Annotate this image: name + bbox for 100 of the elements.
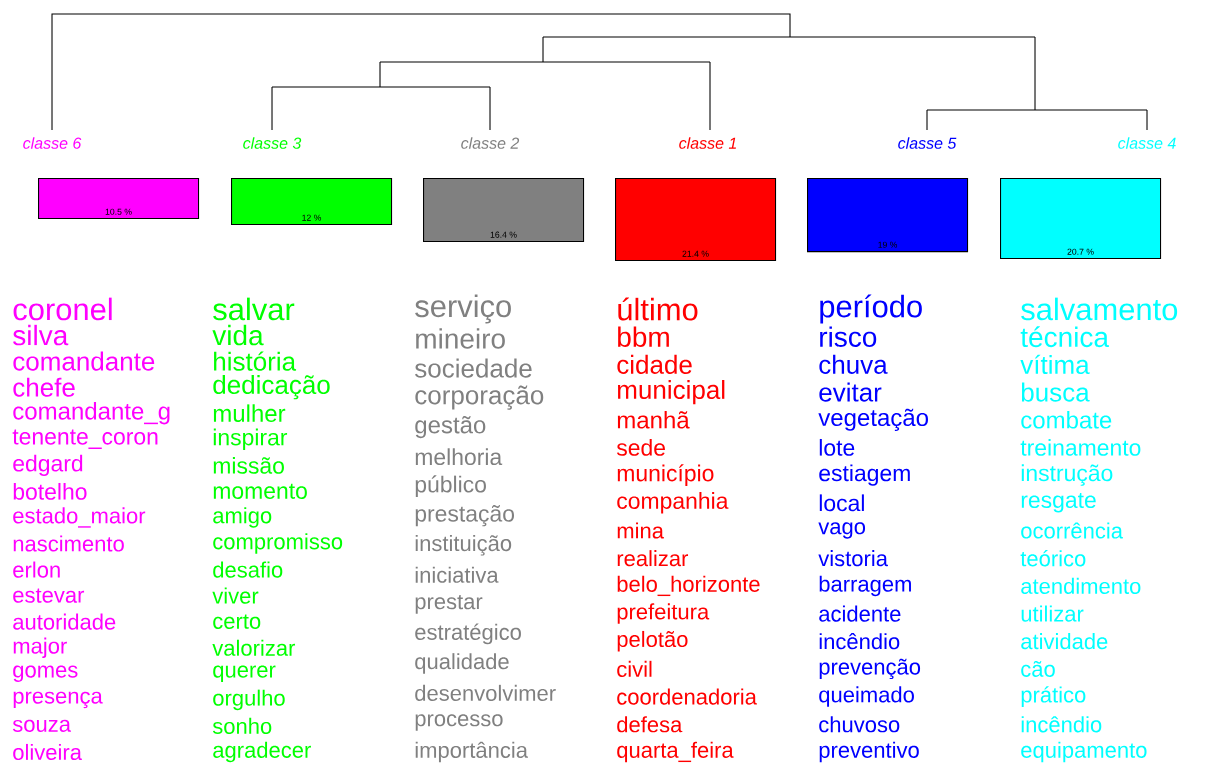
- word: nascimento: [13, 535, 124, 552]
- word: compromisso: [213, 533, 343, 554]
- word: companhia: [617, 492, 729, 514]
- word: municipal: [618, 380, 725, 405]
- word: valorizar: [212, 639, 296, 656]
- word: souza: [12, 719, 71, 732]
- word: sonho: [212, 717, 272, 734]
- word: acidente: [819, 605, 901, 622]
- word: salvar: [213, 297, 295, 321]
- word: lote: [819, 438, 855, 456]
- word: equipamento: [1021, 741, 1147, 763]
- word: instituição: [415, 535, 512, 556]
- word: utilizar: [1021, 605, 1084, 622]
- word: belo_horizonte: [617, 575, 760, 597]
- class-label: classe 2: [461, 137, 520, 149]
- word: inspirar: [213, 428, 288, 450]
- word: importância: [415, 741, 528, 763]
- word: certo: [213, 614, 261, 629]
- word: cidade: [617, 354, 692, 374]
- word: prevenção: [819, 658, 921, 680]
- word: estratégico: [415, 623, 521, 645]
- word: vegetação: [818, 408, 928, 431]
- word: silva: [13, 324, 69, 346]
- word: amigo: [213, 507, 272, 528]
- word: prático: [1021, 686, 1086, 707]
- class-label: classe 6: [23, 137, 82, 149]
- word: estado_maior: [13, 507, 146, 528]
- word: risco: [820, 326, 877, 347]
- class-label: classe 5: [898, 137, 957, 149]
- word: erlon: [13, 561, 60, 578]
- word: chefe: [13, 377, 75, 397]
- word: treinamento: [1020, 438, 1141, 456]
- word: história: [214, 351, 297, 371]
- word: coronel: [13, 297, 112, 321]
- word: combate: [1021, 410, 1112, 429]
- word: qualidade: [415, 653, 509, 674]
- word: serviço: [415, 294, 511, 324]
- word: público: [415, 475, 486, 498]
- word: momento: [213, 483, 307, 499]
- word: comandante: [13, 351, 155, 371]
- word: vida: [212, 324, 264, 346]
- word: realizar: [617, 550, 689, 567]
- word: autoridade: [13, 613, 116, 630]
- word: barragem: [819, 575, 911, 597]
- word: dedicação: [213, 375, 330, 400]
- word: cão: [1021, 660, 1055, 677]
- word: bbm: [618, 326, 669, 347]
- word: gestão: [415, 416, 486, 439]
- word: orgulho: [213, 689, 285, 711]
- percentage-bar: 19 %: [807, 178, 969, 253]
- word: busca: [1021, 382, 1090, 402]
- word: missão: [213, 456, 284, 474]
- word: comandante_g: [13, 402, 170, 425]
- word: técnica: [1020, 326, 1109, 348]
- class-label: classe 4: [1118, 137, 1176, 149]
- word: estiagem: [819, 464, 910, 486]
- word: queimado: [819, 686, 914, 707]
- word: tenente_coron: [12, 429, 158, 449]
- word: viver: [212, 587, 259, 604]
- word: chuva: [819, 354, 888, 374]
- word: atividade: [1021, 633, 1108, 650]
- word: mulher: [213, 404, 286, 422]
- word: querer: [213, 665, 276, 682]
- word: incêndio: [1021, 716, 1102, 733]
- word: mineiro: [416, 328, 505, 349]
- word: melhoria: [415, 448, 503, 466]
- word: major: [13, 637, 67, 659]
- word: agradecer: [213, 741, 311, 763]
- word: gomes: [13, 665, 78, 682]
- word: civil: [617, 660, 652, 677]
- word: presença: [13, 691, 103, 709]
- word: mina: [617, 522, 664, 539]
- word: prestação: [415, 505, 514, 527]
- word: ocorrência: [1021, 522, 1123, 539]
- percentage-bar: 16.4 %: [423, 178, 585, 242]
- word: oliveira: [13, 743, 82, 761]
- word: defesa: [617, 716, 683, 733]
- word: processo: [415, 714, 503, 731]
- word: sede: [616, 438, 665, 456]
- word: desafio: [213, 561, 283, 578]
- word: instrução: [1021, 464, 1113, 486]
- word: estevar: [13, 588, 85, 603]
- word: pelotão: [617, 630, 688, 652]
- word: prefeitura: [617, 603, 710, 624]
- word: resgate: [1021, 493, 1096, 513]
- word: vago: [818, 522, 866, 539]
- word: vistoria: [818, 550, 888, 567]
- word: edgard: [13, 454, 83, 477]
- word: vítima: [1020, 354, 1090, 375]
- word: evitar: [819, 382, 882, 402]
- word: coordenadoria: [617, 688, 757, 705]
- word: desenvolvimer: [415, 684, 556, 701]
- class-label: classe 1: [679, 137, 736, 149]
- word: chuvoso: [819, 716, 900, 733]
- word: atendimento: [1021, 577, 1141, 594]
- word: sociedade: [415, 358, 532, 378]
- word: iniciativa: [415, 566, 499, 583]
- percentage-bar: 21.4 %: [615, 178, 777, 262]
- percentage-bar: 12 %: [231, 178, 393, 226]
- word: botelho: [13, 482, 87, 500]
